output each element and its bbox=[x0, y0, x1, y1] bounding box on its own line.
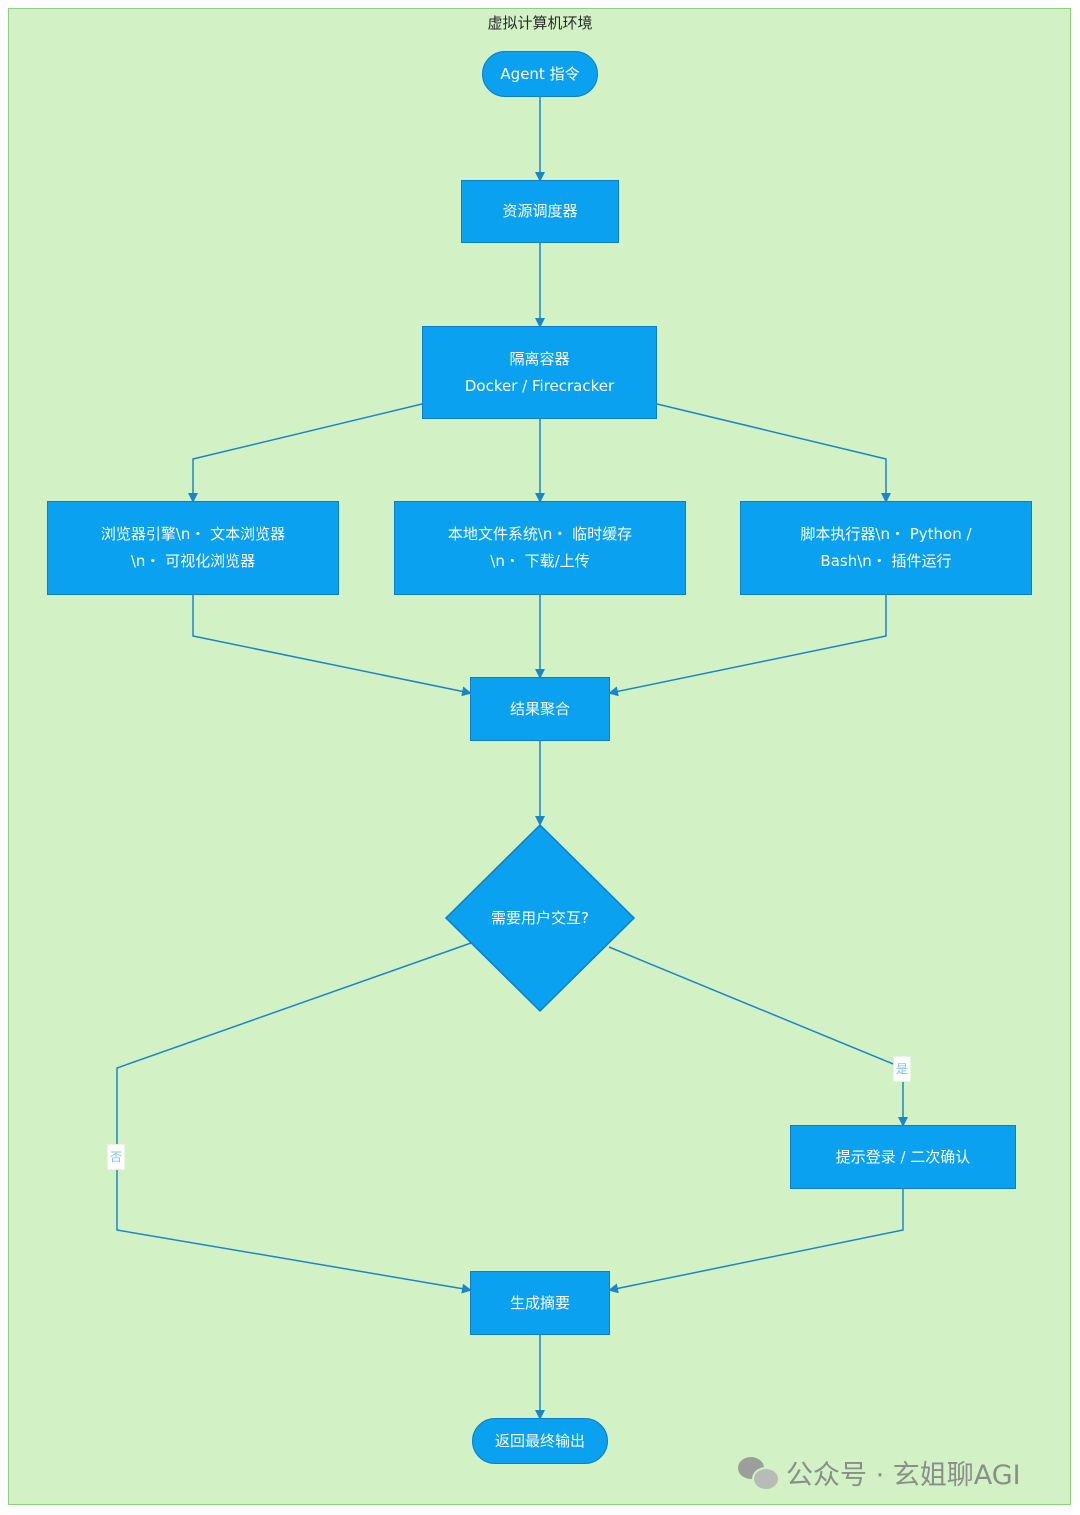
environment-title: 虚拟计算机环境 bbox=[487, 14, 593, 32]
edge-script-aggregate bbox=[608, 595, 887, 697]
edge-container-browser bbox=[188, 403, 423, 503]
edge-label-yes: 是 bbox=[894, 1057, 910, 1081]
prompt-login-label: 提示登录 / 二次确认 bbox=[835, 1147, 971, 1166]
edge-label-no: 否 bbox=[108, 1145, 124, 1169]
result-aggregate-node: 结果聚合 bbox=[470, 677, 610, 741]
wechat-icon bbox=[738, 1455, 780, 1491]
watermark: 公众号 · 玄姐聊AGI bbox=[738, 1452, 1021, 1492]
isolated-container-label-2: Docker / Firecracker bbox=[464, 376, 615, 395]
generate-summary-node: 生成摘要 bbox=[470, 1271, 610, 1335]
isolated-container-label-1: 隔离容器 bbox=[509, 349, 570, 368]
agent-command-node: Agent 指令 bbox=[482, 51, 598, 97]
edge-browser-aggregate bbox=[192, 595, 472, 697]
final-output-label: 返回最终输出 bbox=[494, 1431, 585, 1450]
final-output-node: 返回最终输出 bbox=[472, 1418, 608, 1464]
local-filesystem-node: 本地文件系统\n・ 临时缓存 \n・ 下载/上传 bbox=[394, 501, 686, 595]
decision-label: 需要用户交互? bbox=[491, 909, 589, 927]
resource-scheduler-label: 资源调度器 bbox=[502, 202, 578, 220]
edge-decision-no bbox=[116, 942, 472, 1294]
edge-prompt-summary bbox=[608, 1189, 904, 1294]
decision-diamond bbox=[444, 823, 636, 1013]
resource-scheduler-node: 资源调度器 bbox=[461, 180, 619, 243]
browser-engine-label-2: \n・ 可视化浏览器 bbox=[130, 552, 256, 570]
browser-engine-node: 浏览器引擎\n・ 文本浏览器 \n・ 可视化浏览器 bbox=[47, 501, 339, 595]
generate-summary-label: 生成摘要 bbox=[509, 1293, 570, 1312]
local-filesystem-label-2: \n・ 下载/上传 bbox=[490, 552, 590, 570]
watermark-text: 公众号 · 玄姐聊AGI bbox=[786, 1459, 1021, 1491]
agent-command-label: Agent 指令 bbox=[500, 64, 580, 83]
script-executor-node: 脚本执行器\n・ Python / Bash\n・ 插件运行 bbox=[740, 501, 1032, 595]
script-executor-label-1: 脚本执行器\n・ Python / bbox=[800, 525, 972, 543]
local-filesystem-label-1: 本地文件系统\n・ 临时缓存 bbox=[447, 525, 633, 543]
edge-decision-yes bbox=[608, 946, 908, 1127]
browser-engine-label-1: 浏览器引擎\n・ 文本浏览器 bbox=[100, 525, 286, 543]
edge-container-script bbox=[656, 403, 891, 503]
result-aggregate-label: 结果聚合 bbox=[509, 699, 570, 718]
isolated-container-node: 隔离容器 Docker / Firecracker bbox=[422, 326, 657, 419]
prompt-login-node: 提示登录 / 二次确认 bbox=[790, 1125, 1016, 1189]
script-executor-label-2: Bash\n・ 插件运行 bbox=[820, 552, 952, 570]
